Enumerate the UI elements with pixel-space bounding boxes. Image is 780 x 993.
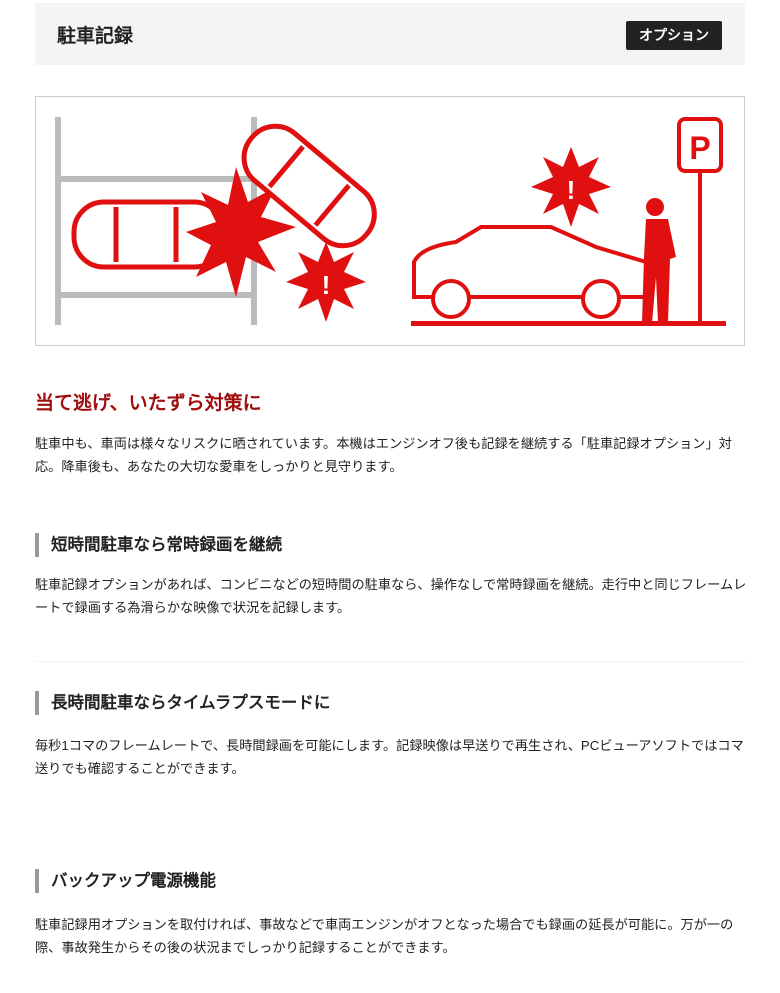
impact-burst-icon: [186, 167, 296, 297]
section-header: 駐車記録 オプション: [35, 3, 745, 65]
person-icon: [642, 198, 676, 323]
svg-text:!: !: [567, 175, 576, 205]
section-heading: 短時間駐車なら常時録画を継続: [35, 533, 282, 557]
section-heading: バックアップ電源機能: [35, 869, 216, 893]
lead-heading: 当て逃げ、いたずら対策に: [35, 393, 262, 414]
parking-illustration: ! ! P: [35, 96, 745, 346]
divider: [35, 661, 745, 662]
section-text: 駐車記録用オプションを取付ければ、事故などで車両エンジンがオフとなった場合でも録…: [35, 917, 734, 955]
crashing-car-icon: [241, 123, 377, 249]
parking-sign-icon: P: [677, 117, 723, 323]
page-title: 駐車記録: [57, 26, 134, 47]
section-heading: 長時間駐車ならタイムラプスモードに: [35, 691, 330, 715]
car-icon: [412, 225, 654, 319]
lead-text: 駐車中も、車両は様々なリスクに晒されています。本機はエンジンオフ後も記録を継続す…: [35, 436, 732, 474]
svg-text:!: !: [322, 270, 331, 300]
option-badge: オプション: [626, 21, 722, 50]
section-text: 駐車記録オプションがあれば、コンビニなどの短時間の駐車なら、操作なしで常時録画を…: [35, 577, 747, 615]
alert-burst-icon: [531, 147, 611, 227]
alert-burst-icon: [286, 242, 366, 322]
svg-text:P: P: [689, 130, 710, 166]
section-text: 毎秒1コマのフレームレートで、長時間録画を可能にします。記録映像は早送りで再生さ…: [35, 738, 744, 776]
